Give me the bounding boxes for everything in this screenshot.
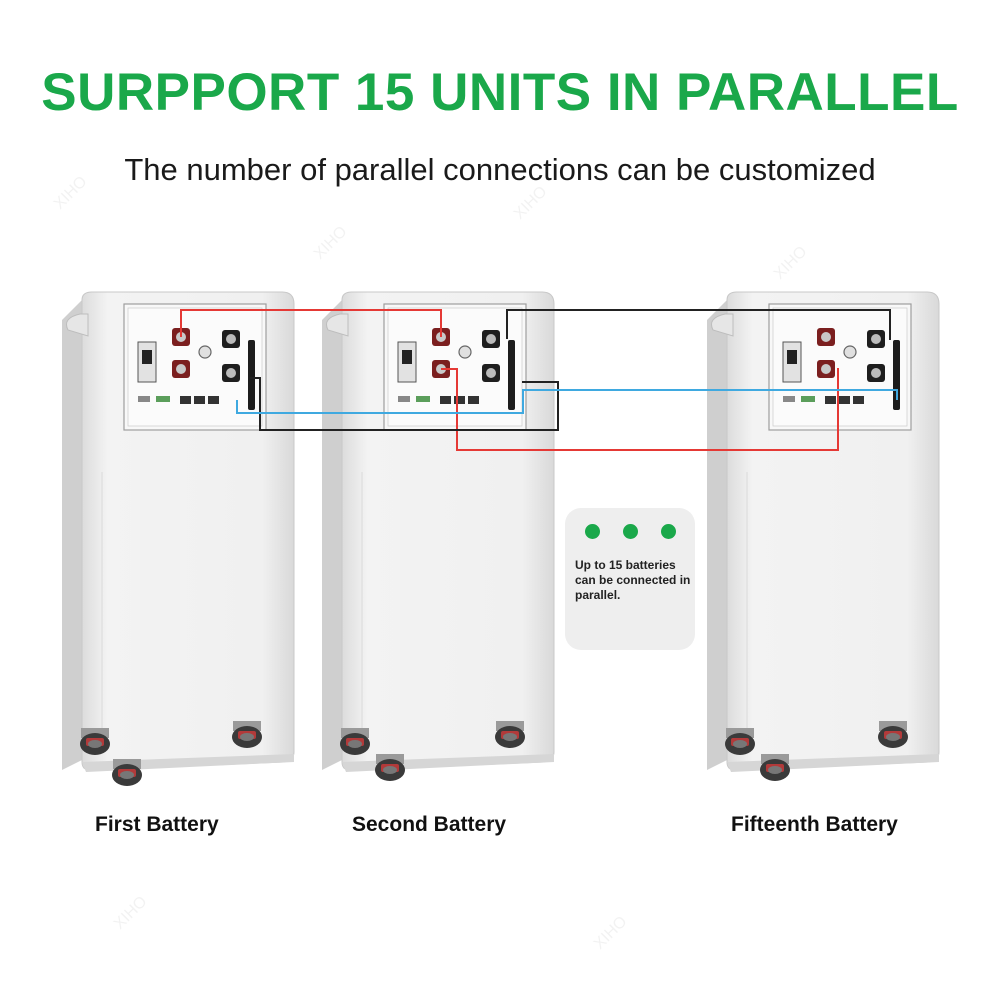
- positive-cable: [441, 368, 839, 451]
- watermark-text: XIHO: [111, 893, 151, 933]
- wheel-icon: [232, 721, 262, 748]
- dot-icon: [623, 524, 638, 539]
- negative-cable: [506, 309, 891, 340]
- dot-icon: [661, 524, 676, 539]
- wheel-icon: [80, 728, 110, 755]
- watermark-text: XIHO: [771, 243, 811, 283]
- battery-label-second: Second Battery: [352, 813, 507, 836]
- wheel-icon: [878, 721, 908, 748]
- watermark-text: XIHO: [591, 913, 631, 953]
- wheel-icon: [375, 754, 405, 781]
- wheel-icon: [340, 728, 370, 755]
- watermark-text: XIHO: [511, 183, 551, 223]
- fifteenth-battery: [706, 291, 940, 773]
- watermark-text: XIHO: [51, 173, 91, 213]
- second-battery: [321, 291, 555, 773]
- page-title: SURPPORT 15 UNITS IN PARALLEL: [41, 63, 959, 122]
- dot-icon: [585, 524, 600, 539]
- parallel-note-text: Up to 15 batteries can be connected in p…: [575, 558, 691, 602]
- comm-cable: [236, 400, 524, 414]
- negative-cable: [250, 377, 559, 431]
- watermark-text: XIHO: [311, 223, 351, 263]
- wheel-icon: [495, 721, 525, 748]
- first-battery: [61, 291, 295, 773]
- cables: [180, 309, 898, 451]
- comm-cable: [522, 389, 898, 400]
- wheel-icon: [725, 728, 755, 755]
- wheel-icon: [760, 754, 790, 781]
- page-subtitle: The number of parallel connections can b…: [124, 152, 876, 187]
- positive-cable: [180, 309, 442, 337]
- battery-label-fifteenth: Fifteenth Battery: [731, 813, 898, 836]
- parallel-note-card: Up to 15 batteries can be connected in p…: [565, 508, 695, 650]
- battery-label-first: First Battery: [95, 813, 219, 836]
- wheel-icon: [112, 759, 142, 786]
